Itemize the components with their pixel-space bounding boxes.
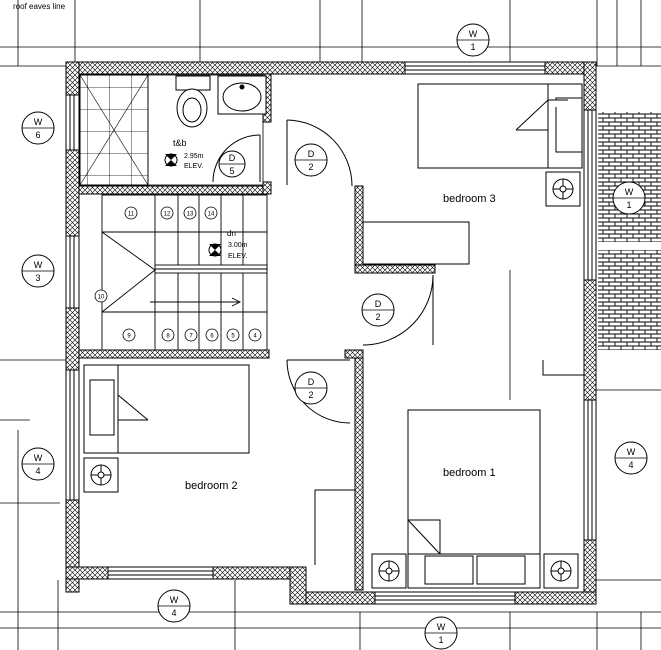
stair-step-label: 7 [189,334,193,340]
elevation-label-stair: ELEV. [228,253,247,260]
stair-step-number: 12 [160,206,174,220]
stair-step-number: 8 [161,328,175,342]
stair-step-label: 13 [187,212,194,218]
room-label-tb: t&b [173,138,187,148]
stair-step-number: 10 [94,289,108,303]
window-tag-code: W [469,29,478,39]
nightstand-lamp-bedroom3 [545,171,581,207]
stair-direction: dn [227,229,236,238]
stair-step-number: 6 [205,328,219,342]
nightstand-lamp-bedroom2 [83,457,119,493]
door-tag-code: D [229,153,236,163]
elevation-marker-tb [164,153,178,167]
stair-step-numbers: 11 12 13 14 10 9 8 7 6 5 4 [94,206,262,342]
window-tag-code: W [170,595,179,605]
door-tag: D2 [361,293,395,327]
window-tag: W4 [157,589,191,623]
door-tag: D5 [218,150,246,178]
stair-step-label: 14 [208,212,215,218]
stair-step-label: 10 [98,295,105,301]
door-tag-code: D [308,377,315,387]
window-tag-number: 1 [438,635,443,645]
window-tag: W6 [21,111,55,145]
bed-bedroom1 [407,409,541,589]
nightstand-lamp-bedroom1-right [543,553,579,589]
window-tag-number: 1 [626,200,631,210]
sink-icon [217,75,267,115]
window-tag: W1 [424,616,458,650]
window-tag-code: W [34,453,43,463]
window-tag: W1 [456,23,490,57]
stair-step-label: 4 [253,334,257,340]
stair-step-number: 9 [122,328,136,342]
roof-tiles-lower [598,250,661,350]
window-tag-code: W [625,187,634,197]
window-tag-number: 1 [470,42,475,52]
stair-step-label: 8 [166,334,170,340]
stair-step-number: 4 [248,328,262,342]
stair-step-number: 5 [226,328,240,342]
door-tag-number: 2 [308,390,313,400]
door-tag-number: 2 [375,312,380,322]
nightstand-lamp-bedroom1-left [371,553,407,589]
window-tag-code: W [34,117,43,127]
stairs [101,194,268,351]
stair-step-label: 5 [231,334,235,340]
door-tag-number: 5 [229,166,234,176]
door-tag-code: D [375,299,382,309]
room-label-bedroom1: bedroom 1 [443,467,496,479]
door-tag-number: 2 [308,162,313,172]
window-tag-number: 4 [171,608,176,618]
elevation-value-tb: 2.95m [184,153,204,160]
closet-bedroom2 [314,489,355,565]
stair-step-label: 11 [128,212,135,218]
closet-bedroom1 [542,360,584,376]
window-tag-number: 6 [35,130,40,140]
door-tag-code: D [308,149,315,159]
window-tag-number: 4 [35,466,40,476]
stair-step-label: 6 [210,334,214,340]
stair-step-number: 11 [124,206,138,220]
door-swings [212,119,434,424]
roof-eaves-note: roof eaves line [13,2,66,11]
window-tag-code: W [627,447,636,457]
window-tag: W1 [612,181,646,215]
window-tag: W4 [614,441,648,475]
window-tag-code: W [34,260,43,270]
closet-bedroom3 [362,221,470,265]
bed-bedroom2 [83,364,250,454]
door-tag: D2 [294,371,328,405]
roof-tiles-upper [598,112,661,242]
stair-step-number: 7 [184,328,198,342]
window-tag-code: W [437,622,446,632]
interior-walls [78,73,436,591]
window-tag: W3 [21,254,55,288]
window-tag-number: 4 [628,460,633,470]
stair-step-number: 14 [204,206,218,220]
elevation-value-stair: 3.00m [228,242,248,249]
stair-step-label: 12 [164,212,171,218]
stair-step-label: 9 [127,334,131,340]
window-tag: W4 [21,447,55,481]
toilet-icon [175,75,211,128]
elevation-marker-stair [208,243,222,257]
bed-bedroom3 [417,83,583,169]
elevation-label-tb: ELEV. [184,163,203,170]
door-tag: D2 [294,143,328,177]
window-tag-number: 3 [35,273,40,283]
stair-step-number: 13 [183,206,197,220]
room-label-bedroom3: bedroom 3 [443,193,496,205]
exterior-walls [65,61,597,605]
room-label-bedroom2: bedroom 2 [185,480,238,492]
